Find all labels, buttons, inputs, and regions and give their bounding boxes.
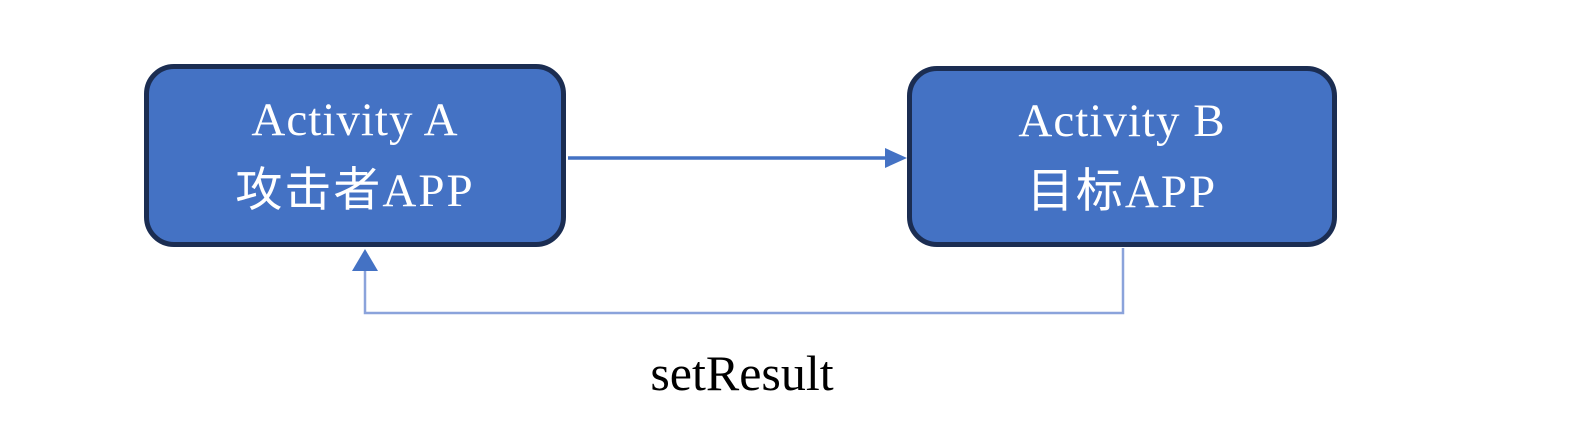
node-activity-b: Activity B 目标APP bbox=[907, 66, 1337, 247]
node-activity-b-title: Activity B bbox=[1018, 95, 1226, 147]
forward-arrow bbox=[568, 148, 907, 168]
node-activity-a-subtitle: 攻击者APP bbox=[235, 164, 475, 217]
return-arrow-line bbox=[363, 248, 1125, 315]
node-activity-a-title: Activity A bbox=[251, 94, 459, 146]
node-activity-a: Activity A 攻击者APP bbox=[144, 64, 566, 247]
return-arrowhead-icon bbox=[352, 249, 378, 271]
edge-label-setresult: setResult bbox=[650, 345, 834, 401]
node-activity-b-subtitle: 目标APP bbox=[1026, 165, 1218, 218]
return-arrow bbox=[352, 248, 1125, 315]
forward-arrowhead-icon bbox=[885, 148, 907, 168]
